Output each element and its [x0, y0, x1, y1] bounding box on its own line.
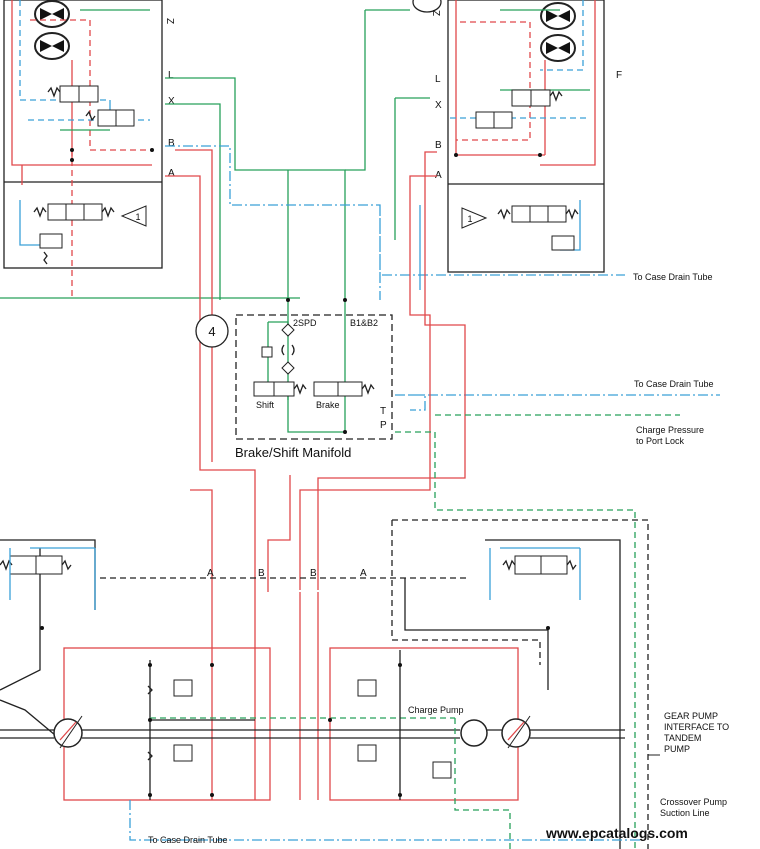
- charge-pump-icon: [460, 719, 488, 747]
- callout-gear-pump-4: PUMP: [664, 744, 690, 754]
- left-shuttle-valve-icon: [47, 85, 99, 103]
- pump-port-b-left: B: [258, 568, 265, 579]
- interconnect-lines: [0, 9, 720, 849]
- right-motor-lower-icon: [540, 34, 576, 62]
- right-control-valve-icon: [497, 205, 579, 223]
- manifold-port-2spd: 2SPD: [293, 318, 317, 328]
- right-flushing-valve-icon: [475, 111, 513, 129]
- callout-case-drain-1: To Case Drain Tube: [633, 272, 713, 282]
- right-port-l: L: [435, 74, 441, 85]
- brake-shift-manifold: 2SPD B1&B2 Shift Brake T P 4 Brake/Shift…: [195, 298, 393, 460]
- left-port-b: B: [168, 138, 175, 149]
- callout-gear-pump-1: GEAR PUMP: [664, 711, 718, 721]
- manifold-accumulator-icon: [261, 323, 295, 375]
- charge-pump-label: Charge Pump: [408, 705, 464, 715]
- right-shuttle-valve-icon: [511, 89, 563, 107]
- left-variable-pump-icon: [53, 715, 83, 749]
- brake-valve-icon: [313, 381, 375, 397]
- right-port-b: B: [435, 140, 442, 151]
- right-port-z: Z: [430, 10, 441, 16]
- callouts: To Case Drain Tube To Case Drain Tube Ch…: [148, 272, 729, 845]
- right-motor-number-badge: 1: [461, 207, 488, 229]
- svg-text:1: 1: [467, 214, 472, 224]
- svg-text:1: 1: [135, 212, 140, 222]
- right-side-label-f: F: [616, 70, 622, 81]
- shift-valve-icon: [253, 381, 307, 397]
- manifold-port-b1b2: B1&B2: [350, 318, 378, 328]
- right-pump-control-valve-icon: [502, 555, 577, 575]
- left-pump-relief-valves-icon: [147, 679, 193, 762]
- pump-port-b-right: B: [310, 568, 317, 579]
- manifold-port-t: T: [380, 406, 386, 417]
- callout-charge-pressure-1: Charge Pressure: [636, 425, 704, 435]
- callout-crossover-2: Suction Line: [660, 808, 710, 818]
- callout-gear-pump-3: TANDEM: [664, 733, 701, 743]
- callout-case-drain-bottom: To Case Drain Tube: [148, 835, 228, 845]
- right-variable-pump-icon: [501, 715, 531, 749]
- right-pump-relief-valves-icon: [357, 679, 452, 779]
- left-port-z: Z: [164, 18, 175, 24]
- right-motor-upper-icon: [540, 2, 576, 30]
- manifold-port-p: P: [380, 420, 387, 431]
- left-port-x: X: [168, 96, 175, 107]
- left-relief-icon: [39, 233, 63, 265]
- right-motor-block: 1 Z L X B A F: [412, 0, 622, 273]
- left-control-valve-icon: [33, 203, 115, 221]
- right-port-a: A: [435, 170, 442, 181]
- svg-text:4: 4: [208, 324, 215, 339]
- watermark: www.epcatalogs.com: [545, 825, 688, 841]
- manifold-number-badge: 4: [195, 314, 229, 348]
- callout-case-drain-2: To Case Drain Tube: [634, 379, 714, 389]
- callout-crossover-1: Crossover Pump: [660, 797, 727, 807]
- left-flushing-valve-icon: [85, 109, 135, 127]
- shift-valve-label: Shift: [256, 400, 275, 410]
- left-motor-lower-icon: [34, 32, 70, 60]
- left-pump-control-valve-icon: [0, 555, 72, 575]
- right-relief-icon: [551, 235, 575, 251]
- left-motor-upper-icon: [34, 0, 70, 28]
- callout-gear-pump-2: INTERFACE TO: [664, 722, 729, 732]
- left-port-a: A: [168, 168, 175, 179]
- callout-charge-pressure-2: to Port Lock: [636, 436, 685, 446]
- pump-port-a-left: A: [207, 568, 214, 579]
- brake-valve-label: Brake: [316, 400, 340, 410]
- left-port-l: L: [168, 70, 174, 81]
- right-port-x: X: [435, 100, 442, 111]
- pump-section: A B B A Charge Pump: [0, 519, 649, 849]
- pump-port-a-right: A: [360, 568, 367, 579]
- left-motor-block: 1 Z L X B A: [3, 0, 175, 300]
- manifold-title: Brake/Shift Manifold: [235, 445, 351, 460]
- left-motor-number-badge: 1: [120, 205, 147, 227]
